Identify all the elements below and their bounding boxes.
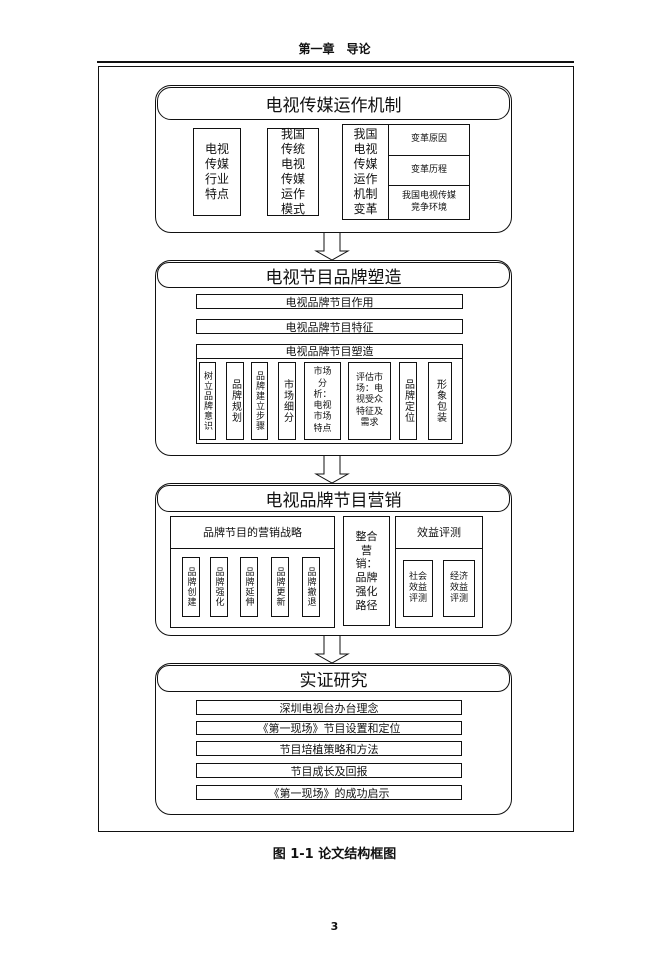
page-number: 3	[330, 920, 339, 933]
step-market-evaluation: 评估市 场：电 视受众 特征及 需求	[348, 362, 391, 440]
step-brand-awareness: 树立品牌意识	[199, 362, 216, 440]
sub-reform-reason: 变革原因	[389, 125, 469, 156]
figure-frame	[98, 66, 574, 832]
strategy-brand-renewal: 品牌更新	[271, 557, 289, 617]
strategy-brand-withdrawal: 品牌撤退	[302, 557, 320, 617]
bar-program-building: 电视品牌节目塑造	[197, 345, 462, 359]
item-program-positioning: 《第一现场》节目设置和定位	[196, 721, 462, 735]
box-mechanism-reform-group	[342, 124, 470, 220]
item-cultivation-strategy: 节目培植策略和方法	[196, 741, 462, 756]
bar-program-features: 电视品牌节目特征	[196, 319, 463, 334]
box-industry-features: 电视 传媒 行业 特点	[193, 128, 241, 216]
section-title-brand-building: 电视节目品牌塑造	[157, 262, 510, 288]
section-title-media-mechanism: 电视传媒运作机制	[157, 87, 510, 120]
box-integrated-marketing: 整合 营 销： 品牌 强化 路径	[343, 516, 390, 626]
strategy-brand-strengthen: 品牌强化	[210, 557, 228, 617]
eval-economic-benefit: 经济 效益 评测	[443, 560, 475, 617]
section-title-case-study: 实证研究	[157, 665, 510, 692]
eval-social-benefit: 社会 效益 评测	[403, 560, 433, 617]
step-brand-steps: 品牌建立步骤	[251, 362, 268, 440]
marketing-strategy-title: 品牌节目的营销战略	[171, 517, 334, 549]
sub-reform-history: 变革历程	[389, 156, 469, 186]
chapter-header: 第一章 导论	[298, 42, 371, 56]
box-mechanism-reform: 我国 电视 传媒 运作 机制 变革	[343, 125, 389, 219]
header-rule	[97, 61, 574, 63]
strategy-brand-extension: 品牌延伸	[240, 557, 258, 617]
strategy-brand-creation: 品牌创建	[182, 557, 200, 617]
step-market-analysis: 市场 分 析： 电视 市场 特点	[304, 362, 341, 440]
bar-program-role: 电视品牌节目作用	[196, 294, 463, 309]
item-growth-return: 节目成长及回报	[196, 763, 462, 778]
section-title-brand-marketing: 电视品牌节目营销	[157, 485, 510, 512]
sub-competition-env: 我国电视传媒 竞争环境	[401, 191, 456, 213]
item-success-lessons: 《第一现场》的成功启示	[196, 785, 462, 800]
box-traditional-model: 我国 传统 电视 传媒 运作 模式	[267, 127, 319, 216]
figure-caption: 图 1-1 论文结构框图	[272, 847, 397, 862]
benefit-eval-title: 效益评测	[396, 517, 482, 549]
step-market-segment: 市场细分	[278, 362, 296, 440]
step-brand-planning: 品牌规划	[226, 362, 244, 440]
step-image-packaging: 形象包装	[428, 362, 452, 440]
item-station-philosophy: 深圳电视台办台理念	[196, 700, 462, 715]
step-brand-positioning: 品牌定位	[399, 362, 417, 440]
